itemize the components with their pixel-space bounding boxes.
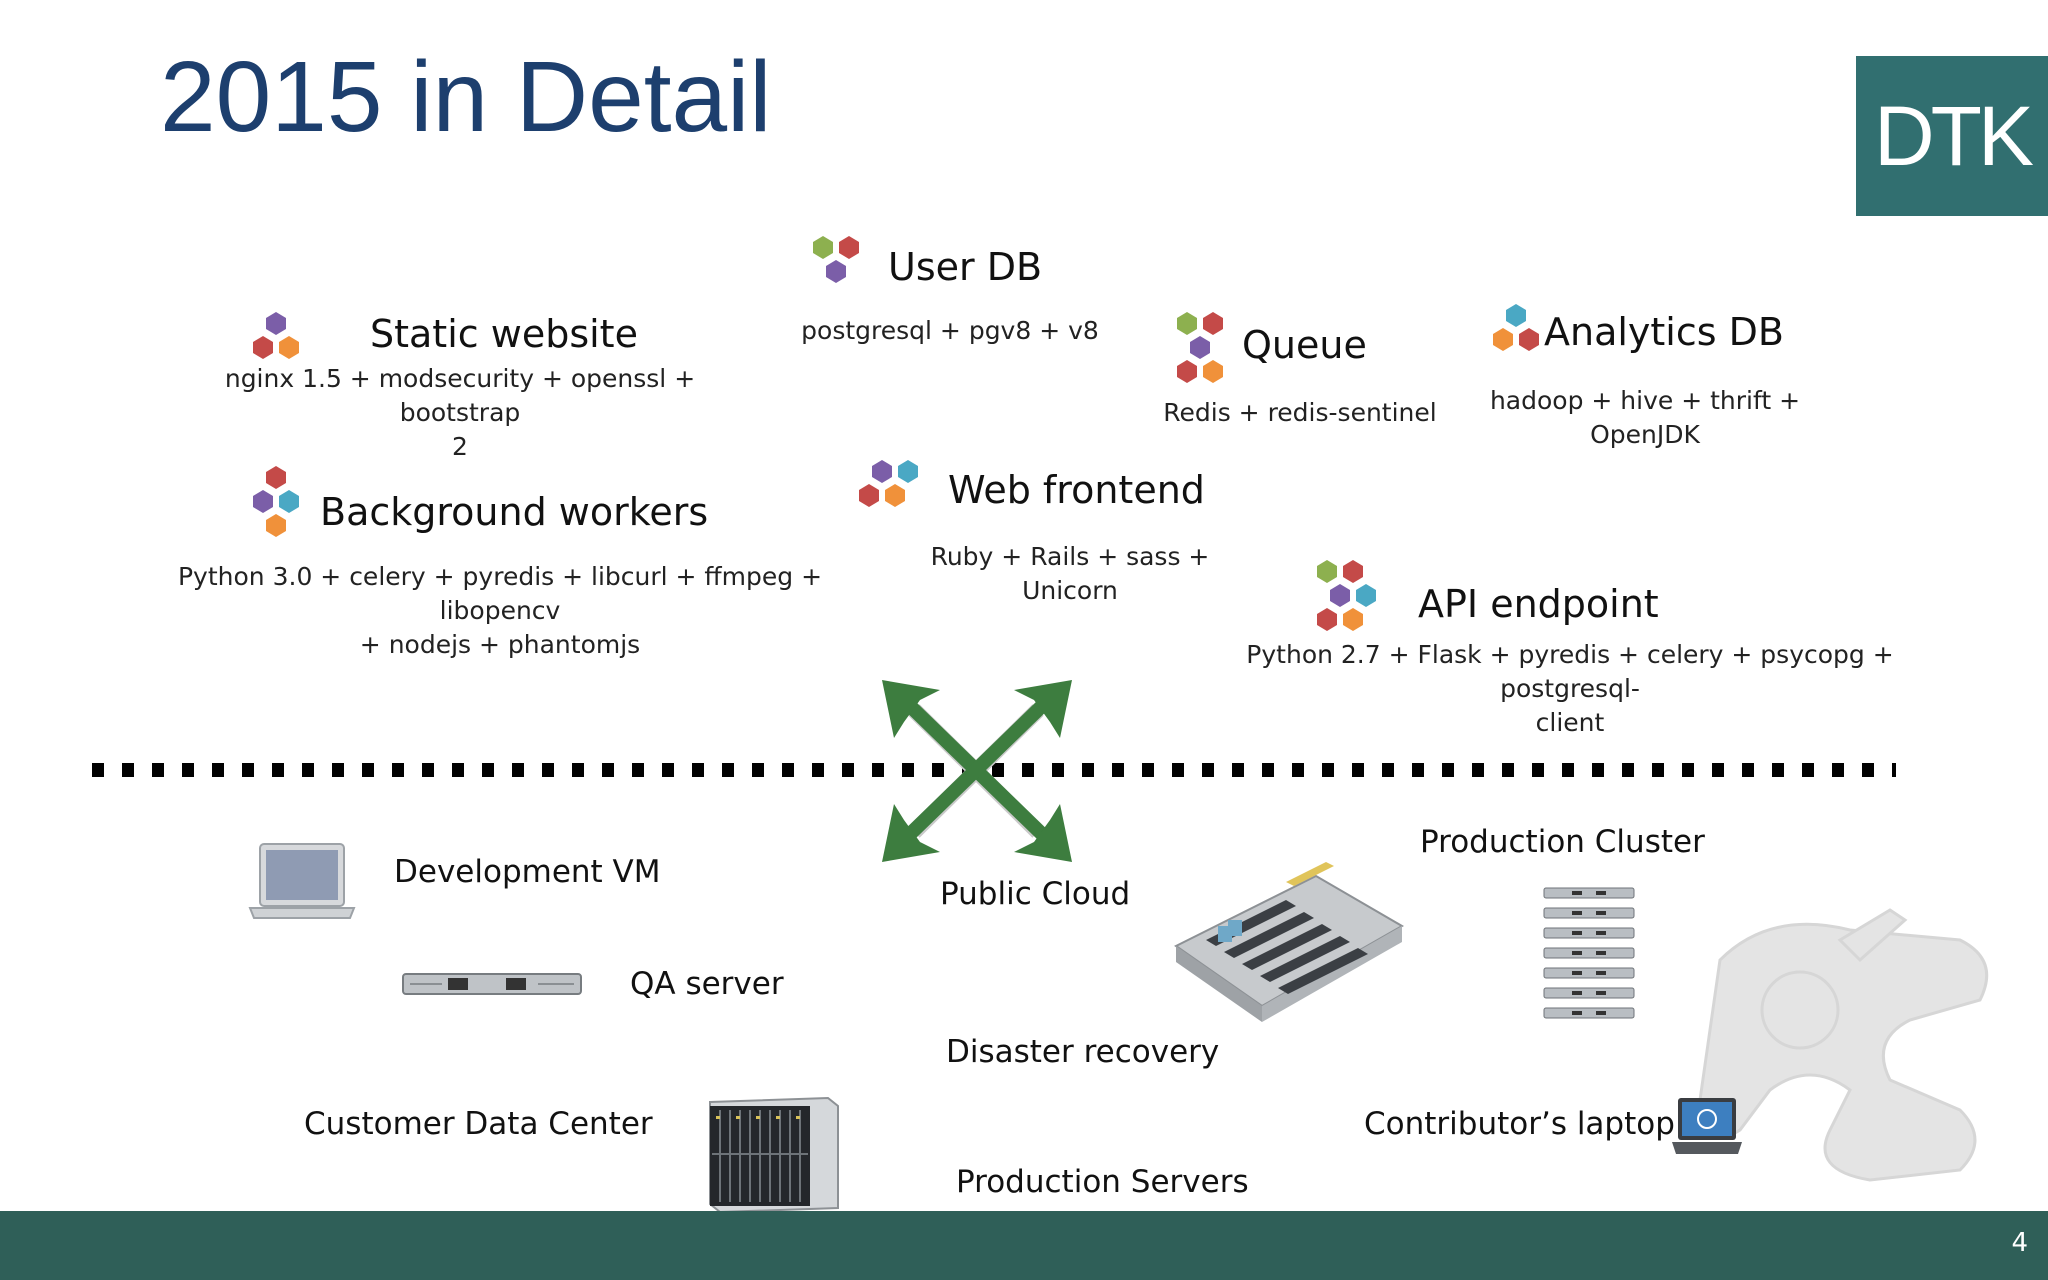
slide-title: 2015 in Detail <box>160 41 772 153</box>
production-servers-label: Production Servers <box>956 1164 1249 1200</box>
web-frontend-hexagon-cluster-icon <box>859 460 918 507</box>
analytics-db-desc: hadoop + hive + thrift + OpenJDK <box>1489 386 1801 449</box>
expand-arrows-icon <box>882 680 1072 862</box>
footer-bar <box>0 1211 2048 1280</box>
server-stack-icon <box>1543 887 1635 1019</box>
user-db-title: User DB <box>888 245 1043 289</box>
qa-server-label: QA server <box>630 966 784 1002</box>
background-workers-desc-line1: Python 3.0 + celery + pyredis + libcurl … <box>177 562 823 625</box>
production-cluster-label: Production Cluster <box>1420 824 1705 860</box>
static-website-title: Static website <box>370 312 638 356</box>
logo-text: DTK <box>1874 88 2034 183</box>
static-website-desc: nginx 1.5 + modsecurity + openssl + boot… <box>170 362 750 464</box>
static-website-hexagon-cluster-icon <box>253 312 299 359</box>
api-endpoint-desc-line1: Python 2.7 + Flask + pyredis + celery + … <box>1246 640 1894 703</box>
queue-desc: Redis + redis-sentinel <box>1163 398 1437 427</box>
user-db-hexagon-cluster-icon <box>813 236 859 283</box>
contributors-laptop-label: Contributor’s laptop <box>1364 1106 1675 1142</box>
api-endpoint-desc-line2: client <box>1535 708 1605 737</box>
robot-arm-watermark <box>1698 908 1989 1182</box>
public-cloud-label: Public Cloud <box>940 876 1131 912</box>
datacenter-icon <box>1174 862 1405 1022</box>
dtk-logo: DTK <box>1856 56 2048 216</box>
development-vm-label: Development VM <box>394 854 661 890</box>
customer-data-center-label: Customer Data Center <box>304 1106 653 1142</box>
background-workers-desc-line2: + nodejs + phantomjs <box>359 630 641 659</box>
dotted-divider <box>92 763 1896 777</box>
queue-title: Queue <box>1242 323 1367 367</box>
analytics-db-title: Analytics DB <box>1544 310 1784 354</box>
web-frontend-title: Web frontend <box>948 468 1205 512</box>
api-endpoint-hexagon-cluster-icon <box>1317 560 1376 631</box>
background-workers-desc: Python 3.0 + celery + pyredis + libcurl … <box>140 560 860 662</box>
analytics-db-hexagon-cluster-icon <box>1493 304 1539 351</box>
blade-chassis-icon <box>709 1096 839 1214</box>
page-number: 4 <box>2011 1228 2028 1258</box>
static-website-desc-line2: 2 <box>452 432 468 461</box>
rack-server-icon <box>402 973 582 995</box>
api-endpoint-title: API endpoint <box>1418 582 1659 626</box>
background-workers-hexagon-cluster-icon <box>253 466 299 537</box>
web-frontend-desc: Ruby + Rails + sass + Unicorn <box>930 542 1210 605</box>
queue-hexagon-cluster-icon <box>1177 312 1223 383</box>
api-endpoint-desc: Python 2.7 + Flask + pyredis + celery + … <box>1190 638 1950 740</box>
disaster-recovery-label: Disaster recovery <box>946 1034 1220 1070</box>
background-workers-title: Background workers <box>320 490 709 534</box>
dell-laptop-icon <box>1672 1098 1742 1154</box>
static-website-desc-line1: nginx 1.5 + modsecurity + openssl + boot… <box>224 364 696 427</box>
laptop-icon <box>248 843 356 919</box>
user-db-desc: postgresql + pgv8 + v8 <box>801 316 1099 345</box>
